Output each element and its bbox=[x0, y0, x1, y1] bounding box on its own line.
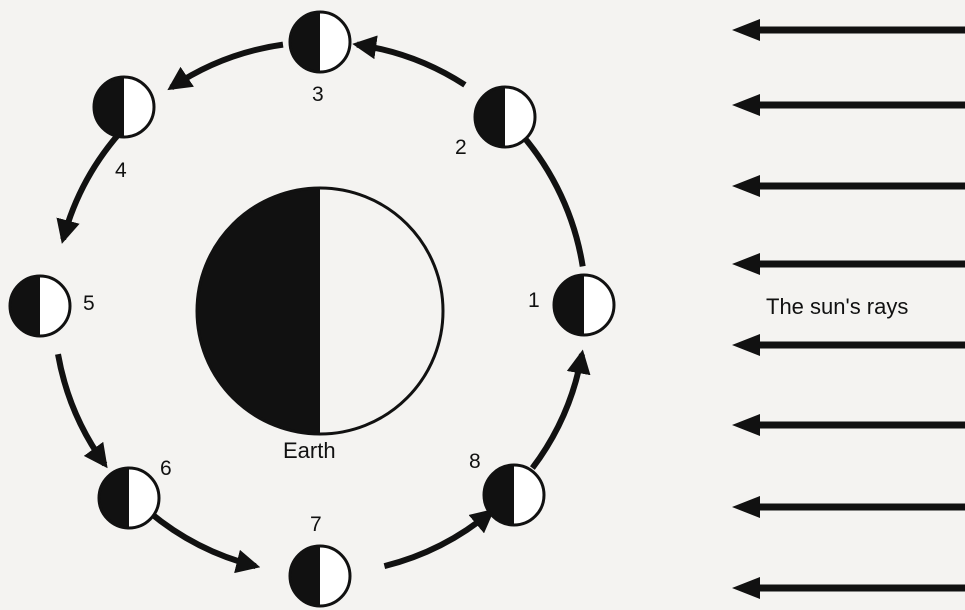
sun-rays-label: The sun's rays bbox=[766, 296, 908, 318]
sun-ray-arrowhead bbox=[732, 94, 760, 116]
moon-dark-half bbox=[475, 87, 505, 147]
sun-ray-arrowhead bbox=[732, 414, 760, 436]
sun-ray-arrowhead bbox=[732, 19, 760, 41]
moon-position-5 bbox=[10, 276, 70, 336]
earth-night-side bbox=[197, 188, 320, 434]
moon-dark-half bbox=[554, 275, 584, 335]
moon-position-label-3: 3 bbox=[312, 84, 324, 105]
moon-dark-half bbox=[10, 276, 40, 336]
orbit-arrow-6 bbox=[149, 512, 256, 566]
moon-position-3 bbox=[290, 12, 350, 72]
moon-position-label-2: 2 bbox=[455, 137, 467, 158]
moon-position-6 bbox=[99, 468, 159, 528]
moon-position-label-1: 1 bbox=[528, 290, 540, 311]
sun-ray-arrowhead bbox=[732, 253, 760, 275]
orbit-arrow-2 bbox=[357, 45, 465, 85]
moon-position-8 bbox=[484, 465, 544, 525]
sun-ray-arrowhead bbox=[732, 577, 760, 599]
moon-dark-half bbox=[94, 77, 124, 137]
moon-position-2 bbox=[475, 87, 535, 147]
moon-dark-half bbox=[290, 546, 320, 606]
orbit-arrow-7 bbox=[384, 512, 491, 566]
moon-position-label-6: 6 bbox=[160, 458, 172, 479]
moon-position-7 bbox=[290, 546, 350, 606]
moon-position-label-7: 7 bbox=[310, 514, 322, 535]
orbit-arrow-5 bbox=[58, 354, 105, 464]
moon-position-4 bbox=[94, 77, 154, 137]
sun-ray-arrowhead bbox=[732, 175, 760, 197]
moon-position-1 bbox=[554, 275, 614, 335]
orbit-arrow-3 bbox=[171, 45, 283, 88]
sun-ray-arrowhead bbox=[732, 334, 760, 356]
moon-position-label-5: 5 bbox=[83, 293, 95, 314]
earth-label: Earth bbox=[283, 440, 336, 462]
moon-dark-half bbox=[290, 12, 320, 72]
sun-ray-arrowhead bbox=[732, 496, 760, 518]
moon-position-label-8: 8 bbox=[469, 451, 481, 472]
orbit-arrow-4 bbox=[63, 127, 125, 240]
orbit-arrow-8 bbox=[532, 354, 582, 468]
earth bbox=[197, 188, 443, 434]
moon-dark-half bbox=[99, 468, 129, 528]
moon-position-label-4: 4 bbox=[115, 160, 127, 181]
